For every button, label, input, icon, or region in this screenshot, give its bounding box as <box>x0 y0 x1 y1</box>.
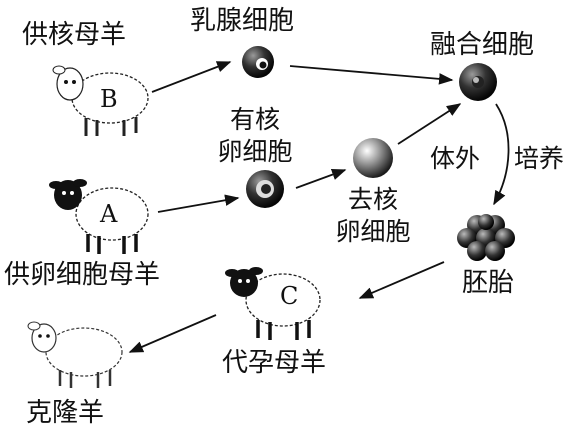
arrow-enucleated-to-fused <box>397 103 462 145</box>
culture-label: 培养 <box>514 144 565 173</box>
sheep-c <box>225 267 321 340</box>
sheep-a-letter: A <box>99 200 118 228</box>
sheep-b-letter: B <box>100 85 118 113</box>
surrogate-sheep-label: 代孕母羊 <box>222 348 327 378</box>
enucleated-egg-label: 去核 卵细胞 <box>318 184 428 248</box>
arrow-b-to-mammary <box>151 61 232 93</box>
donor-nucleus-sheep-label: 供核母羊 <box>22 20 127 50</box>
sheep-clone <box>27 321 123 388</box>
cloned-sheep-label: 克隆羊 <box>26 398 105 428</box>
nucleated-egg-label: 有核 卵细胞 <box>200 104 310 168</box>
mammary-cell <box>242 46 274 78</box>
arrow-embryo-to-surrogate <box>358 261 445 299</box>
embryo <box>457 214 515 261</box>
arrow-a-to-egg <box>157 194 240 213</box>
egg-donor-sheep-label: 供卵细胞母羊 <box>4 260 161 290</box>
arrow-egg-to-enucleated <box>295 169 347 189</box>
fused-cell <box>459 63 497 101</box>
arrow-mammary-to-fused <box>289 65 454 85</box>
enucleated-egg-label-line1: 去核 <box>347 185 398 214</box>
fused-cell-label: 融合细胞 <box>430 30 535 60</box>
sheep-c-letter: C <box>280 282 298 310</box>
nucleated-egg-cell <box>246 170 284 208</box>
enucleated-egg-label-line2: 卵细胞 <box>335 217 411 246</box>
sheep-b <box>52 65 149 136</box>
nucleated-egg-label-line2: 卵细胞 <box>217 137 293 166</box>
arrow-surrogate-to-clone <box>128 314 217 353</box>
sheep-a <box>49 179 149 254</box>
in-vitro-label: 体外 <box>430 144 481 173</box>
arrow-fused-to-embryo <box>493 103 510 206</box>
embryo-label: 胚胎 <box>462 268 515 298</box>
mammary-cell-label: 乳腺细胞 <box>190 6 295 36</box>
nucleated-egg-label-line1: 有核 <box>229 105 280 134</box>
enucleated-egg-cell <box>353 138 393 178</box>
